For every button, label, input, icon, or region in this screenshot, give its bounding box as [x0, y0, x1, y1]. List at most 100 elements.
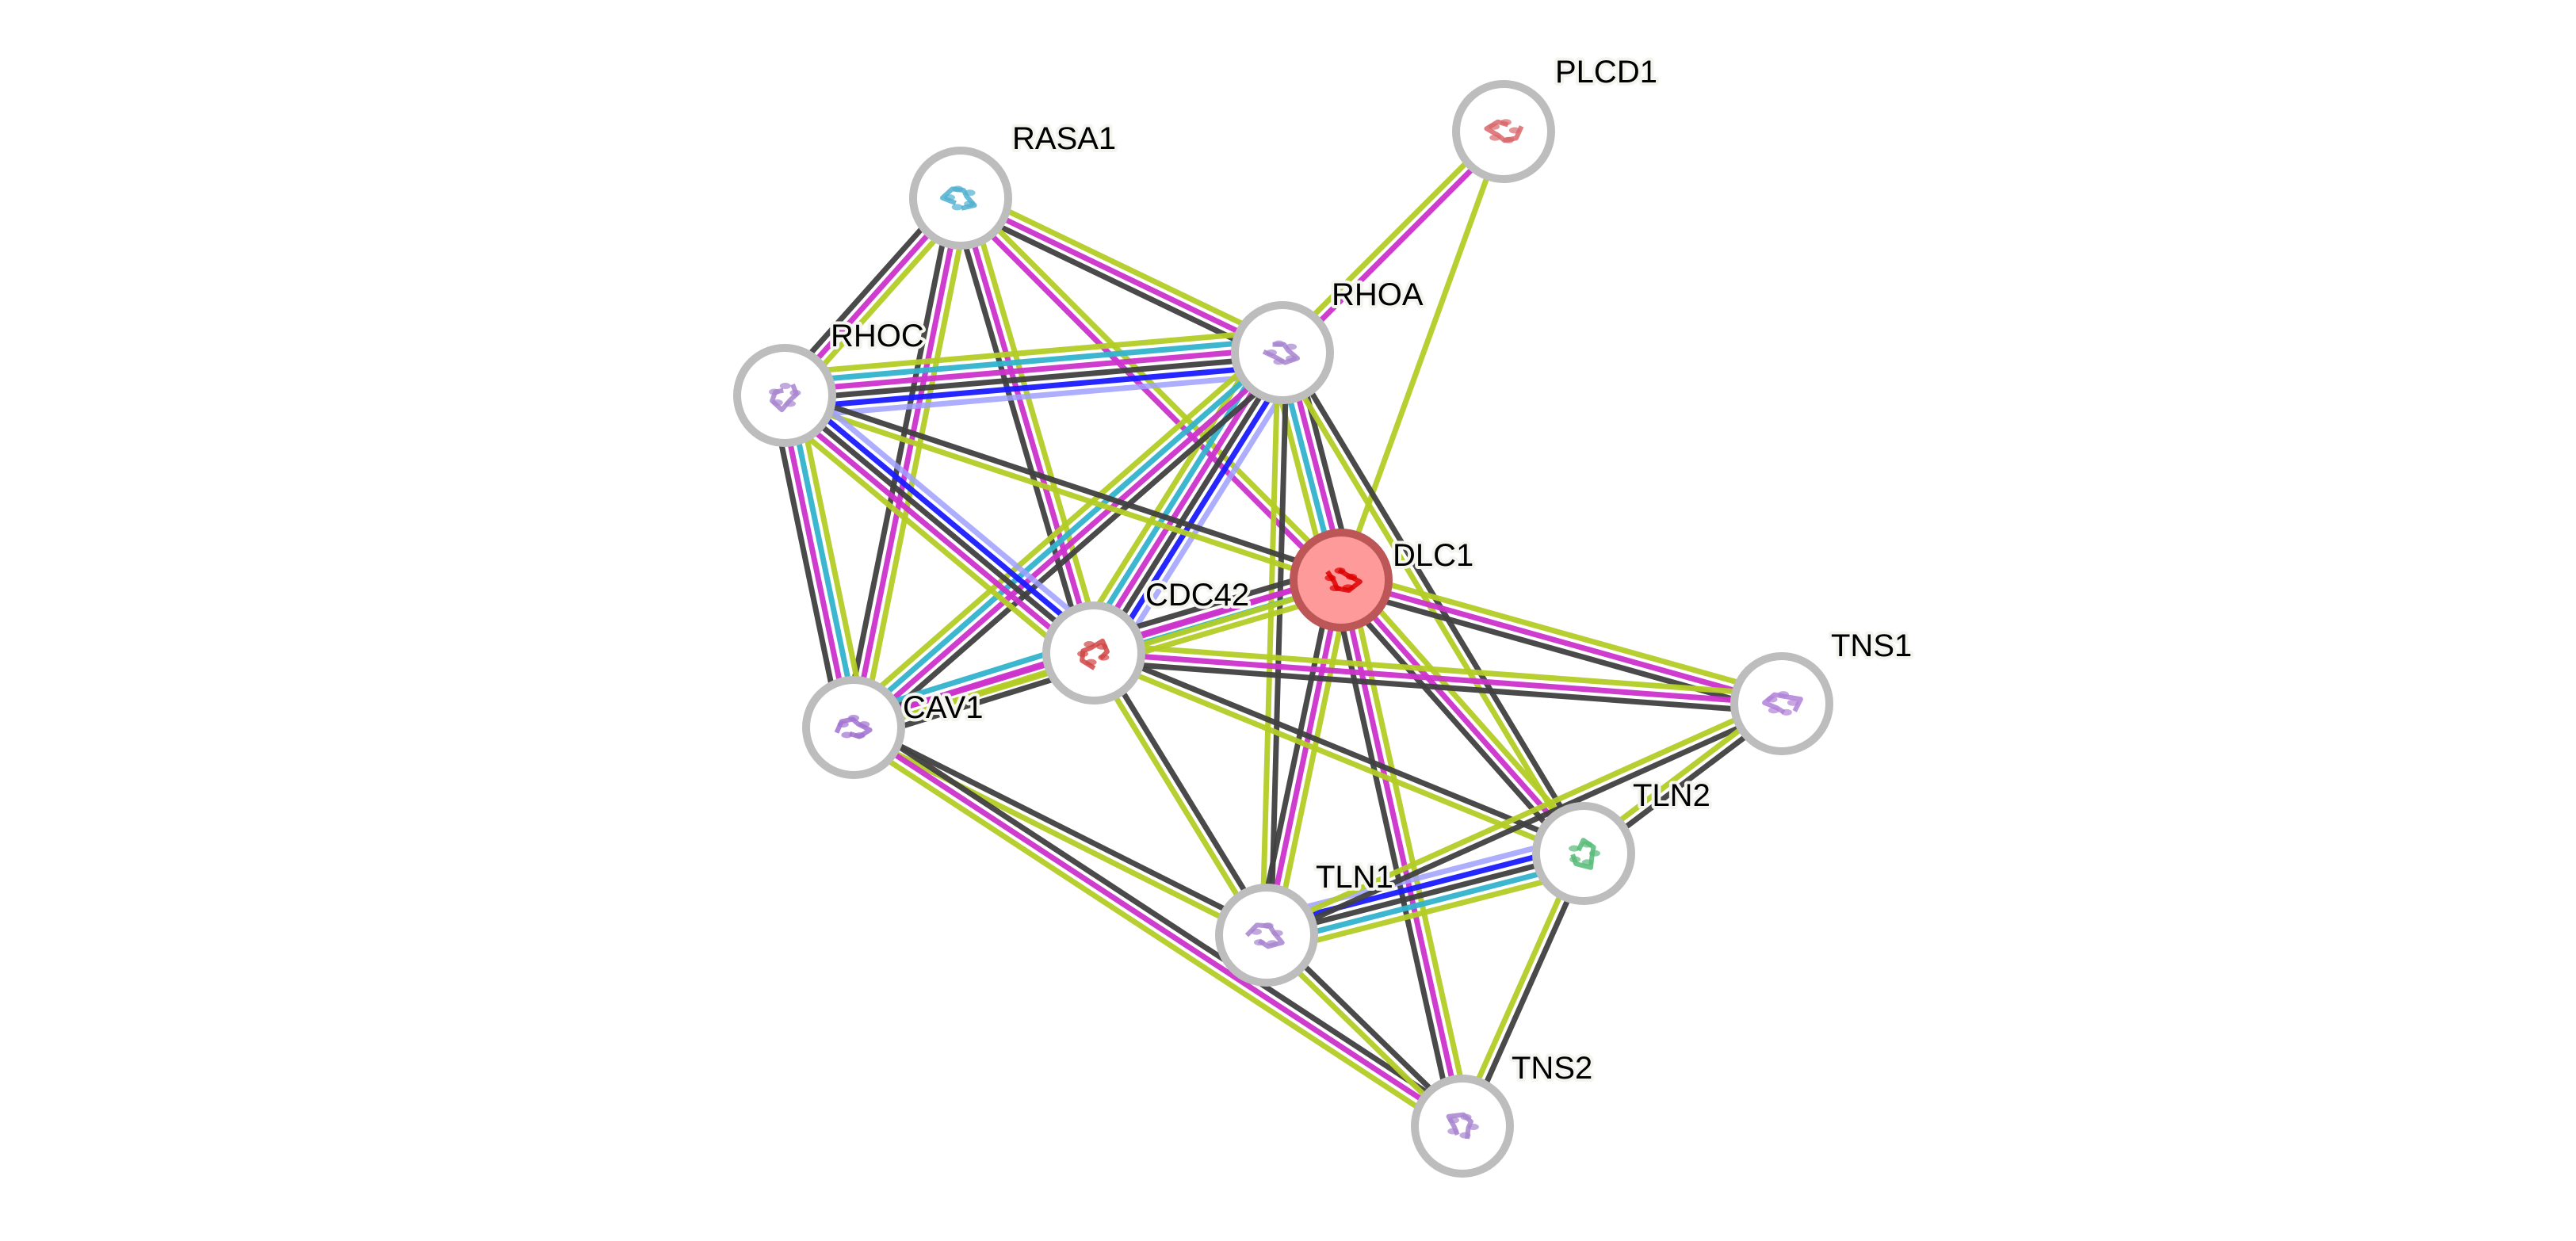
edge-rhoa-cav1[interactable]: [843, 340, 1294, 740]
protein-structure-icon: [940, 186, 977, 211]
helix-icon: [1267, 940, 1278, 947]
node-circle[interactable]: [909, 147, 1012, 250]
node-rhoa[interactable]: RHOA: [1231, 274, 1427, 404]
helix-icon: [1286, 355, 1298, 362]
evidence-line-experimental: [1283, 132, 1509, 358]
helix-icon: [1447, 1128, 1459, 1135]
evidence-line-textmining: [782, 328, 1281, 377]
helix-icon: [848, 715, 859, 721]
helix-icon: [1460, 1113, 1472, 1121]
helix-icon: [951, 204, 963, 211]
evidence-line-experimental: [1093, 650, 1783, 707]
edge-rasa1-cav1[interactable]: [842, 196, 973, 730]
edge-cdc42-tln1[interactable]: [1087, 649, 1273, 939]
node-tln1[interactable]: TLN1: [1215, 857, 1397, 987]
node-tln2[interactable]: TLN2: [1532, 775, 1714, 905]
node-circle[interactable]: [1411, 1075, 1514, 1178]
evidence-line-cooccurrence: [786, 371, 1285, 420]
helix-icon: [858, 721, 870, 728]
helix-icon: [1500, 119, 1512, 126]
helix-icon: [1489, 134, 1501, 141]
node-plcd1[interactable]: PLCD1: [1452, 52, 1661, 183]
evidence-line-coexpression: [769, 397, 844, 731]
node-label: TLN2: [1633, 778, 1710, 813]
helix-icon: [1768, 707, 1779, 714]
helix-icon: [1588, 850, 1600, 857]
helix-icon: [1459, 1132, 1471, 1139]
node-label: TNS1: [1831, 628, 1912, 663]
helix-icon: [1254, 939, 1266, 946]
helix-icon: [1508, 127, 1520, 134]
helix-icon: [1250, 928, 1262, 935]
node-label: RHOC: [831, 319, 924, 353]
node-dlc1[interactable]: DLC1: [1290, 529, 1477, 632]
helix-icon: [1503, 136, 1515, 143]
edge-cav1-tln1[interactable]: [850, 720, 1271, 942]
edge-tln1-tns1[interactable]: [1263, 697, 1785, 942]
helix-icon: [1077, 651, 1089, 658]
helix-icon: [1569, 856, 1581, 863]
edge-dlc1-tln1[interactable]: [1255, 578, 1353, 937]
node-cav1[interactable]: CAV1: [802, 676, 987, 779]
edge-rhoc-cdc42[interactable]: [771, 380, 1107, 669]
evidence-line-textmining: [1343, 569, 1785, 698]
evidence-line-coexpression: [1255, 578, 1336, 934]
evidence-line-coexpression: [950, 200, 1088, 657]
edge-rhoc-cav1[interactable]: [769, 391, 869, 731]
evidence-line-gene_fusion: [788, 386, 1102, 649]
helix-icon: [1467, 1124, 1479, 1131]
helix-icon: [779, 383, 791, 390]
node-cdc42[interactable]: CDC42: [1042, 575, 1252, 705]
edge-plcd1-dlc1[interactable]: [1338, 130, 1507, 582]
edge-cav1-tns2[interactable]: [847, 717, 1469, 1136]
edge-plcd1-rhoa[interactable]: [1277, 126, 1509, 358]
evidence-line-coexpression: [1332, 583, 1580, 861]
evidence-line-coexpression: [1095, 353, 1289, 657]
helix-icon: [785, 400, 796, 407]
node-label: TNS2: [1512, 1051, 1592, 1086]
evidence-line-experimental: [778, 395, 853, 729]
helix-icon: [1447, 1117, 1459, 1124]
node-tns1[interactable]: TNS1: [1730, 625, 1915, 755]
node-rasa1[interactable]: RASA1: [909, 118, 1119, 250]
helix-icon: [1085, 659, 1097, 666]
helix-icon: [1271, 930, 1283, 937]
node-circle[interactable]: [733, 344, 836, 447]
edge-rhoa-tln1[interactable]: [1259, 352, 1290, 936]
edge-rasa1-cdc42[interactable]: [950, 194, 1105, 657]
node-tns2[interactable]: TNS2: [1411, 1048, 1596, 1178]
protein-structure-icon: [1080, 638, 1110, 670]
evidence-line-experimental: [1263, 579, 1344, 936]
evidence-line-experimental: [957, 197, 1097, 654]
evidence-line-coexpression: [1094, 646, 1587, 853]
helix-icon: [1098, 654, 1110, 661]
evidence-line-textmining: [1277, 126, 1503, 352]
node-label: CAV1: [903, 690, 984, 725]
evidence-line-coexpression: [785, 353, 1283, 403]
node-circle[interactable]: [802, 676, 905, 779]
evidence-line-coexpression: [1283, 349, 1590, 853]
evidence-line-textmining: [794, 391, 869, 726]
edge-cdc42-tns1[interactable]: [1092, 641, 1783, 716]
node-circle[interactable]: [1042, 601, 1145, 705]
query-node-circle[interactable]: [1290, 529, 1393, 632]
node-circle[interactable]: [1215, 884, 1318, 987]
evidence-line-textmining: [847, 732, 1459, 1136]
edge-rhoc-dlc1[interactable]: [782, 388, 1343, 587]
edge-tln1-tln2[interactable]: [1261, 834, 1589, 955]
node-circle[interactable]: [1532, 802, 1635, 905]
edge-rhoa-rhoc[interactable]: [782, 328, 1285, 420]
helix-icon: [944, 194, 956, 201]
node-circle[interactable]: [1452, 80, 1555, 183]
node-rhoc[interactable]: RHOC: [733, 315, 927, 447]
node-circle[interactable]: [1730, 652, 1833, 755]
evidence-line-experimental: [854, 353, 1287, 733]
helix-icon: [952, 185, 964, 193]
node-label: PLCD1: [1555, 55, 1657, 90]
evidence-line-textmining: [843, 340, 1276, 720]
evidence-line-cooccurrence: [1261, 834, 1580, 922]
node-circle[interactable]: [1231, 301, 1334, 404]
evidence-line-textmining: [1087, 654, 1266, 939]
